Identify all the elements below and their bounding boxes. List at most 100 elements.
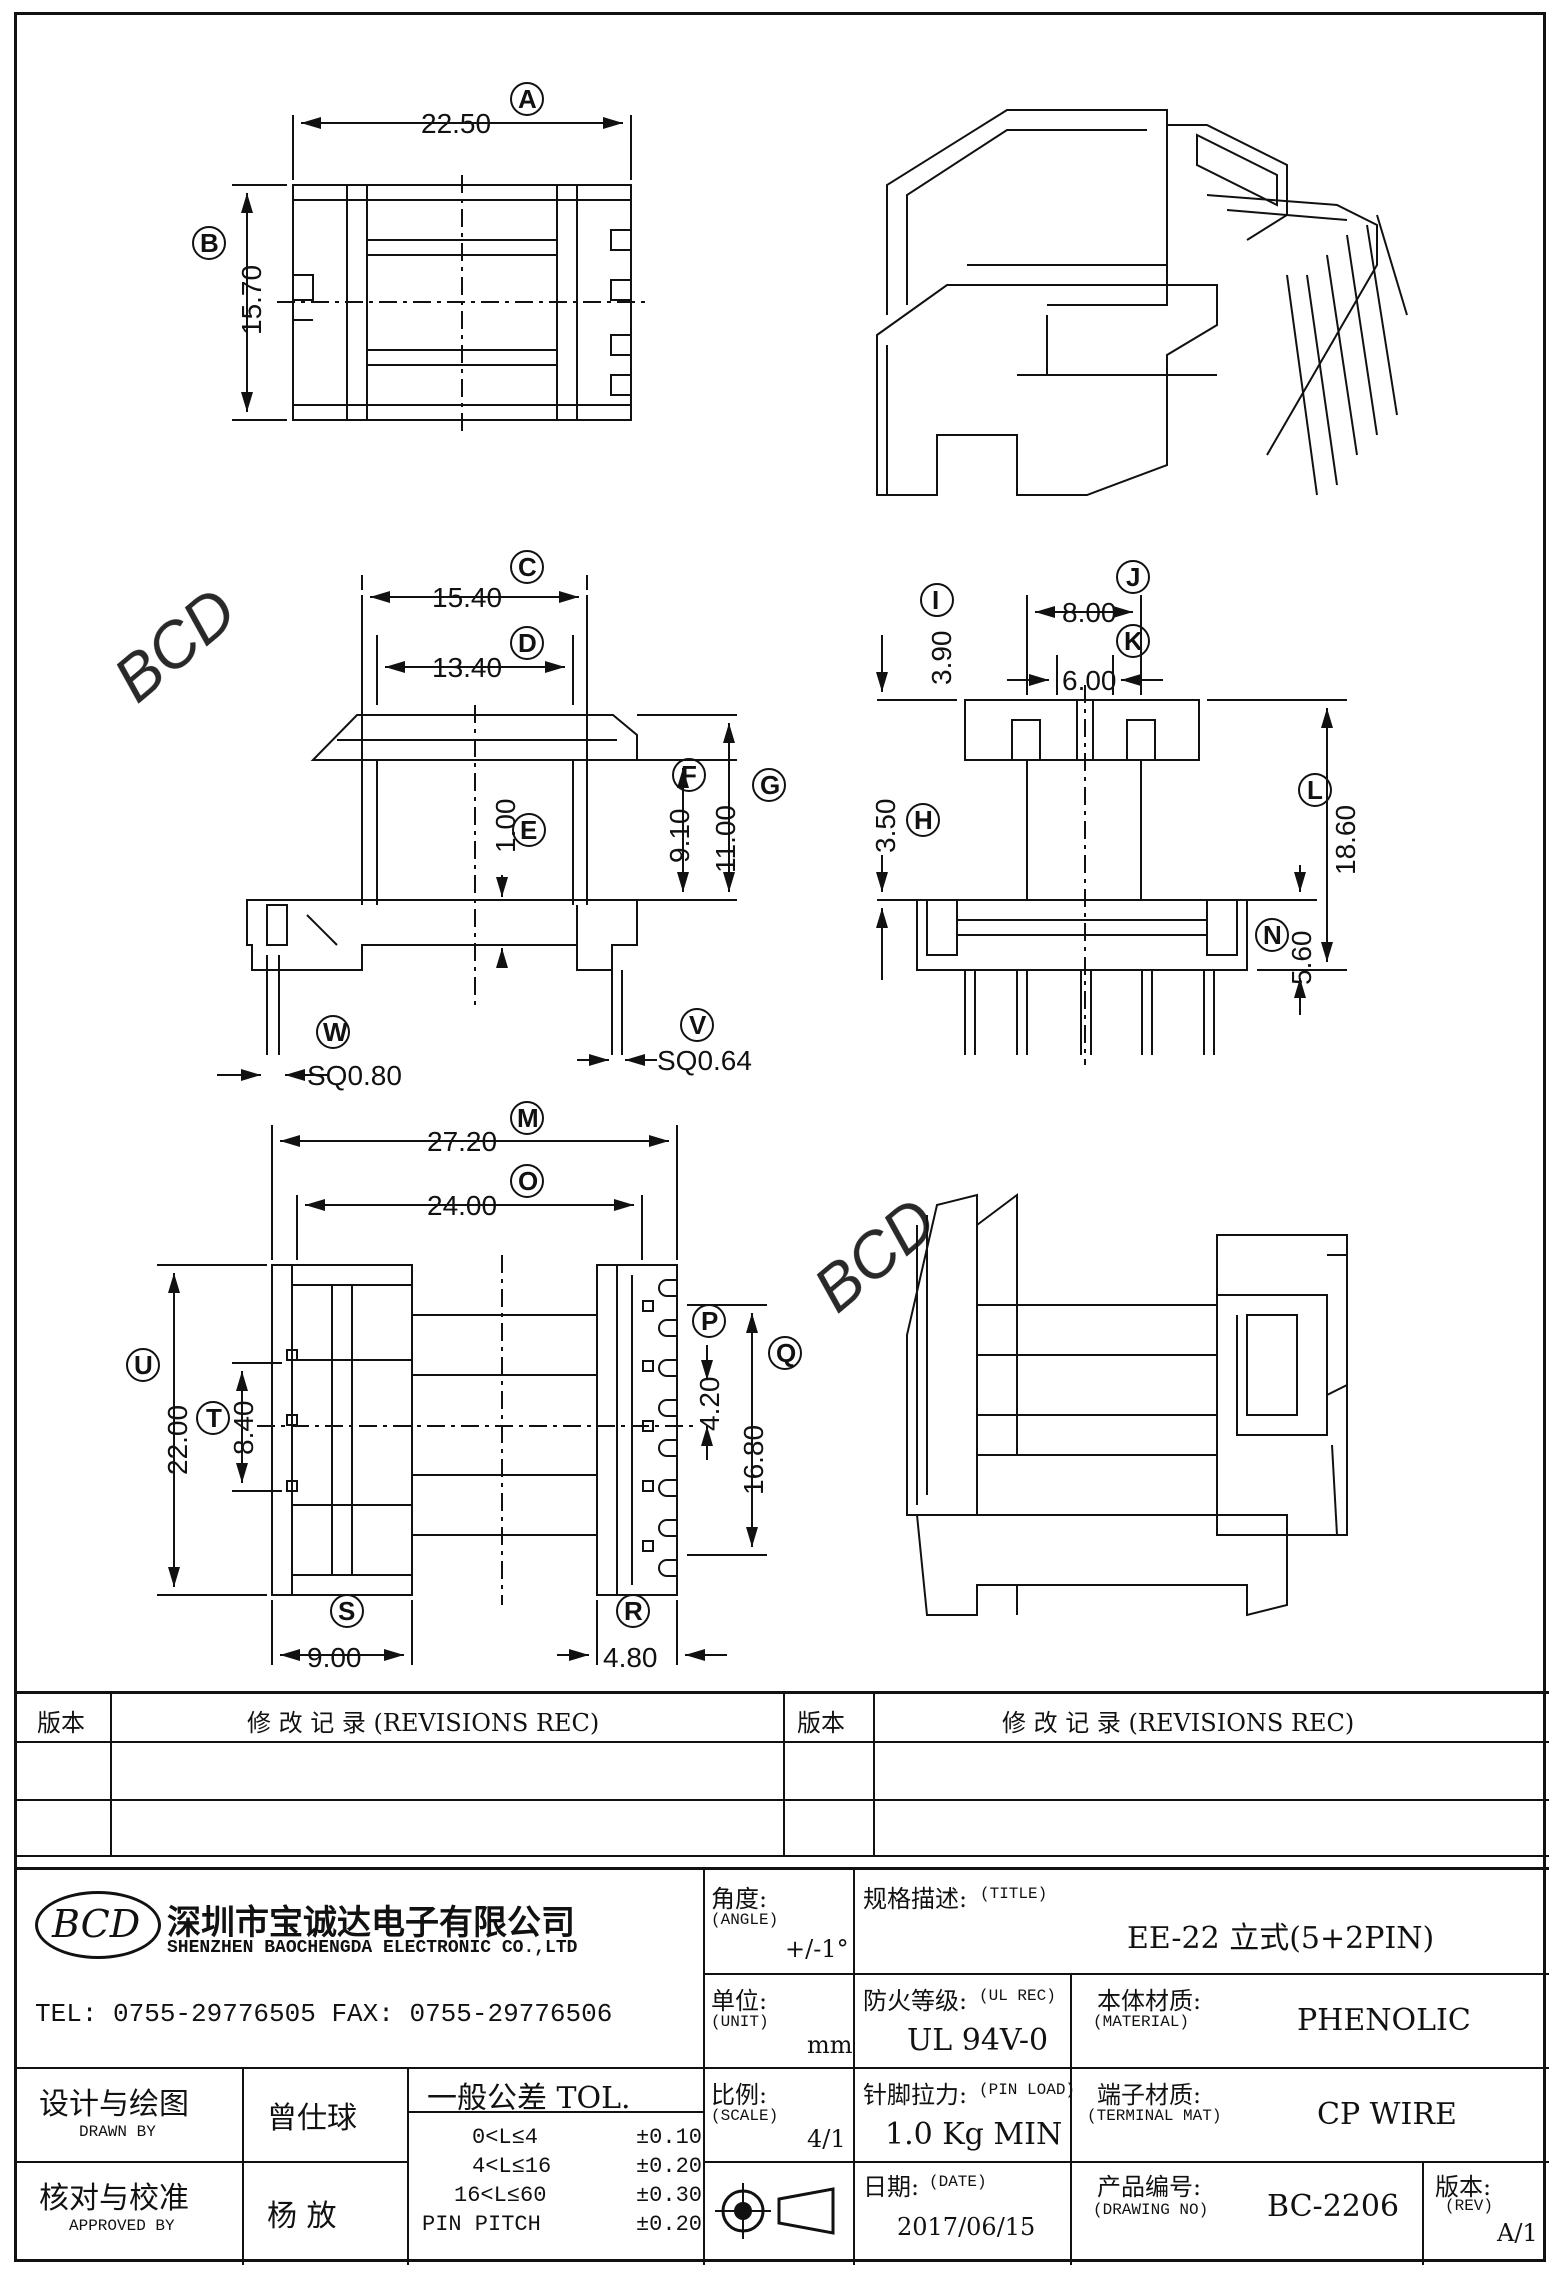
svg-text:3.50: 3.50 bbox=[870, 799, 901, 854]
svg-text:V: V bbox=[689, 1010, 707, 1040]
svg-text:9.10: 9.10 bbox=[664, 809, 695, 864]
unit-value: mm bbox=[807, 2031, 853, 2059]
rev-label-en: (REV) bbox=[1445, 2197, 1494, 2215]
tol-header: 一般公差 TOL. bbox=[427, 2081, 631, 2116]
approved-label: 核对与校准 bbox=[39, 2181, 189, 2216]
isometric-view-2 bbox=[906, 1193, 1348, 1617]
svg-text:B: B bbox=[200, 228, 219, 258]
ul-label: 防火等级: bbox=[863, 1987, 968, 2015]
svg-text:8.00: 8.00 bbox=[1062, 597, 1117, 628]
svg-text:F: F bbox=[681, 760, 697, 790]
svg-text:11.00: 11.00 bbox=[710, 805, 741, 873]
rev-label: 版本: bbox=[1435, 2173, 1492, 2201]
svg-text:E: E bbox=[520, 815, 537, 845]
svg-text:M: M bbox=[517, 1103, 539, 1133]
material-label-en: (MATERIAL) bbox=[1093, 2013, 1190, 2031]
svg-text:8.40: 8.40 bbox=[228, 1401, 259, 1456]
top-view-dims: 22.50 A 15.70 B bbox=[192, 82, 544, 335]
company-logo: BCD bbox=[35, 1891, 161, 1959]
svg-text:15.70: 15.70 bbox=[236, 265, 267, 335]
company-tel-fax: TEL: 0755-29776505 FAX: 0755-29776506 bbox=[35, 1999, 613, 2029]
svg-text:H: H bbox=[914, 805, 933, 835]
terminal-value: CP WIRE bbox=[1317, 2097, 1457, 2132]
svg-text:I: I bbox=[932, 585, 939, 615]
tol-row: PIN PITCH±0.20 bbox=[422, 2212, 702, 2237]
drawn-value: 曾仕球 bbox=[267, 2101, 357, 2136]
side-view-dims: 8.00 J 6.00 K I 3.90 H 3.50 L 18.60 N 5.… bbox=[870, 560, 1361, 986]
rev-header-2: 版本 bbox=[797, 1709, 845, 1737]
date-value: 2017/06/15 bbox=[897, 2213, 1036, 2241]
svg-text:T: T bbox=[206, 1403, 222, 1433]
rev-value: A/1 bbox=[1497, 2219, 1538, 2247]
approved-value: 杨 放 bbox=[267, 2199, 337, 2234]
svg-text:W: W bbox=[323, 1017, 348, 1047]
svg-text:1.00: 1.00 bbox=[490, 799, 521, 854]
svg-text:SQ0.64: SQ0.64 bbox=[657, 1045, 752, 1076]
title-label: 规格描述: bbox=[863, 1885, 968, 1913]
material-label: 本体材质: bbox=[1097, 1987, 1202, 2015]
svg-text:4.20: 4.20 bbox=[694, 1377, 725, 1432]
top-view bbox=[232, 115, 647, 435]
date-label: 日期: bbox=[863, 2173, 920, 2201]
drawing-no-value: BC-2206 bbox=[1267, 2189, 1400, 2224]
technical-drawing: BCD BCD 22.50 A 15.70 B bbox=[100, 82, 1408, 1673]
svg-text:BCD: BCD bbox=[100, 574, 250, 716]
title-value: EE-22 立式(5+2PIN) bbox=[1127, 1921, 1435, 1956]
terminal-label-en: (TERMINAL MAT) bbox=[1087, 2107, 1222, 2125]
svg-text:S: S bbox=[338, 1596, 355, 1626]
svg-text:22.50: 22.50 bbox=[421, 108, 491, 139]
approved-label-en: APPROVED BY bbox=[69, 2217, 175, 2235]
svg-text:J: J bbox=[1126, 562, 1140, 592]
tol-table: 0<L≤4±0.10 4<L≤16±0.20 16<L≤60±0.30 PIN … bbox=[422, 2123, 702, 2239]
svg-text:C: C bbox=[518, 552, 537, 582]
svg-text:24.00: 24.00 bbox=[427, 1190, 497, 1221]
side-view bbox=[876, 595, 1347, 1065]
svg-text:16.80: 16.80 bbox=[738, 1425, 769, 1495]
isometric-view-1 bbox=[876, 109, 1408, 496]
front-view bbox=[217, 575, 737, 1081]
tol-row: 4<L≤16±0.20 bbox=[472, 2154, 702, 2179]
scale-label: 比例: bbox=[711, 2081, 768, 2109]
angle-label: 角度: bbox=[711, 1885, 768, 1913]
svg-text:13.40: 13.40 bbox=[432, 652, 502, 683]
terminal-label: 端子材质: bbox=[1097, 2081, 1202, 2109]
svg-text:SQ0.80: SQ0.80 bbox=[307, 1060, 402, 1091]
unit-label-en: (UNIT) bbox=[711, 2013, 769, 2031]
drawing-no-label-en: (DRAWING NO) bbox=[1093, 2201, 1209, 2219]
drawing-no-label: 产品编号: bbox=[1097, 2173, 1202, 2201]
pin-load-label: 针脚拉力: bbox=[863, 2081, 968, 2109]
drawing-frame: BCD BCD 22.50 A 15.70 B bbox=[14, 12, 1549, 2265]
svg-text:18.60: 18.60 bbox=[1330, 805, 1361, 875]
company-name-en: SHENZHEN BAOCHENGDA ELECTRONIC CO.,LTD bbox=[167, 1938, 578, 1958]
svg-text:6.00: 6.00 bbox=[1062, 665, 1117, 696]
svg-text:22.00: 22.00 bbox=[162, 1405, 193, 1475]
scale-value: 4/1 bbox=[807, 2125, 846, 2153]
pin-load-value: 1.0 Kg MIN bbox=[885, 2117, 1063, 2152]
projection-symbol bbox=[715, 2183, 835, 2239]
tol-row: 16<L≤60±0.30 bbox=[454, 2183, 702, 2208]
svg-text:U: U bbox=[134, 1350, 153, 1380]
svg-text:K: K bbox=[1124, 626, 1143, 656]
rev-header-1: 版本 bbox=[37, 1709, 85, 1737]
svg-text:P: P bbox=[701, 1306, 718, 1336]
svg-text:L: L bbox=[1307, 775, 1323, 805]
svg-text:9.00: 9.00 bbox=[307, 1642, 362, 1673]
date-label-en: (DATE) bbox=[929, 2173, 987, 2191]
svg-text:A: A bbox=[518, 84, 537, 114]
angle-value: +/-1° bbox=[785, 1935, 849, 1963]
svg-text:N: N bbox=[1263, 920, 1282, 950]
svg-text:4.80: 4.80 bbox=[603, 1642, 658, 1673]
angle-label-en: (ANGLE) bbox=[711, 1911, 779, 1929]
unit-label: 单位: bbox=[711, 1987, 768, 2015]
drawn-label: 设计与绘图 bbox=[39, 2087, 189, 2122]
svg-text:5.60: 5.60 bbox=[1286, 931, 1317, 986]
material-value: PHENOLIC bbox=[1297, 2003, 1471, 2038]
svg-text:R: R bbox=[624, 1596, 643, 1626]
drawn-label-en: DRAWN BY bbox=[79, 2123, 156, 2141]
rev-rec-2: 修 改 记 录 (REVISIONS REC) bbox=[1002, 1709, 1355, 1737]
rev-rec-1: 修 改 记 录 (REVISIONS REC) bbox=[247, 1709, 600, 1737]
svg-text:3.90: 3.90 bbox=[926, 631, 957, 686]
scale-label-en: (SCALE) bbox=[711, 2107, 779, 2125]
watermark: BCD BCD bbox=[100, 574, 950, 1326]
tol-row: 0<L≤4±0.10 bbox=[472, 2125, 702, 2150]
